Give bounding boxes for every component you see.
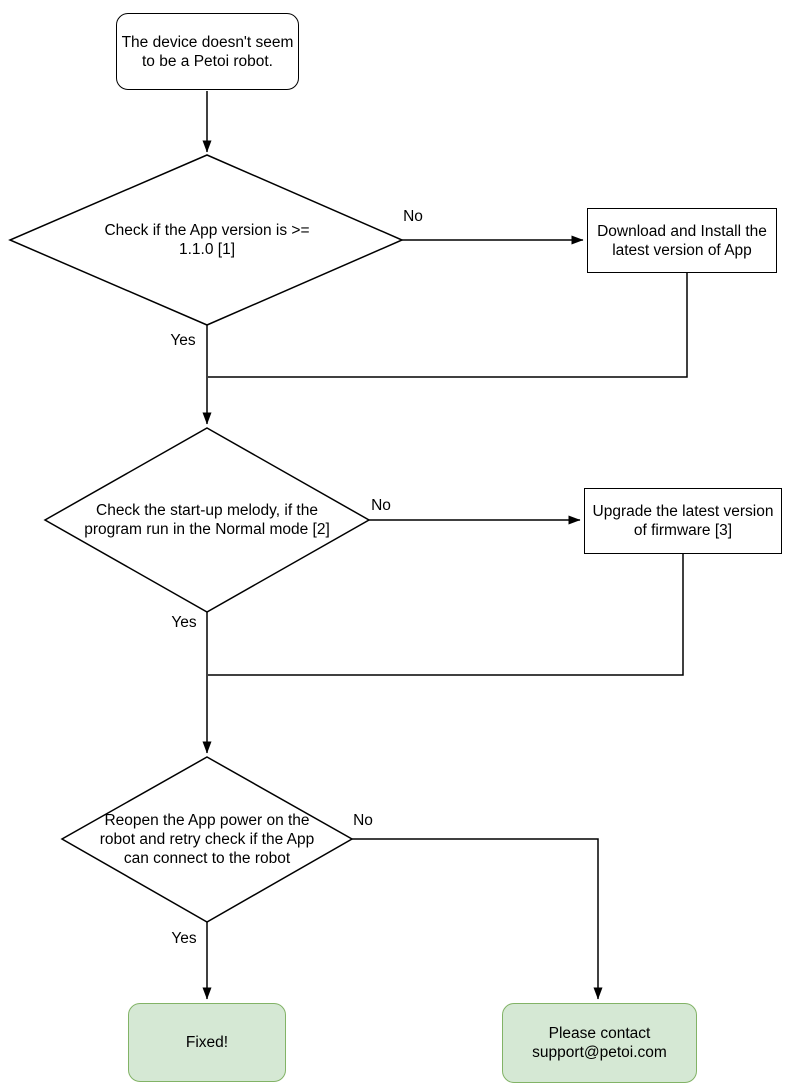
edge-label-yes-1: Yes <box>170 332 196 349</box>
edge-download-merge <box>208 273 688 378</box>
edge-label-yes-3: Yes <box>171 930 197 947</box>
process-upgrade-firmware: Upgrade the latest version of firmware [… <box>584 488 782 554</box>
process-upgrade-firmware-label: Upgrade the latest version of firmware [… <box>592 503 774 539</box>
decision-app-version-text: Check if the App version is >= 1.1.0 [1] <box>104 222 310 258</box>
terminal-contact-support-label: Please contact support@petoi.com <box>532 1025 667 1061</box>
edge-label-no-2: No <box>371 497 391 514</box>
decision-startup-melody-shape <box>43 427 371 613</box>
edge-label-yes-2: Yes <box>171 614 197 631</box>
terminal-fixed-label: Fixed! <box>185 1034 229 1051</box>
decision-reconnect-label: Reopen the App power on the robot and re… <box>87 780 327 898</box>
edge-upgrade-merge <box>208 554 684 676</box>
edge-label-no-1: No <box>403 208 423 225</box>
decision-reconnect-shape <box>60 756 354 923</box>
decision-app-version-label: Check if the App version is >= 1.1.0 [1] <box>87 200 327 280</box>
terminal-contact-support: Please contact support@petoi.com <box>502 1003 697 1083</box>
process-download-app-label: Download and Install the latest version … <box>597 222 767 259</box>
decision-reconnect-text: Reopen the App power on the robot and re… <box>99 811 315 867</box>
process-download-app: Download and Install the latest version … <box>587 208 777 273</box>
edge-label-no-3: No <box>353 812 373 829</box>
start-node-label: The device doesn't seem to be a Petoi ro… <box>121 33 294 70</box>
decision-app-version-shape <box>8 154 404 326</box>
decision-startup-melody-label: Check the start-up melody, if the progra… <box>67 480 347 560</box>
decision-startup-melody-text: Check the start-up melody, if the progra… <box>84 502 330 538</box>
terminal-fixed: Fixed! <box>128 1003 286 1082</box>
edge-decision3-no-to-contact <box>352 838 603 1000</box>
start-node: The device doesn't seem to be a Petoi ro… <box>116 13 299 90</box>
